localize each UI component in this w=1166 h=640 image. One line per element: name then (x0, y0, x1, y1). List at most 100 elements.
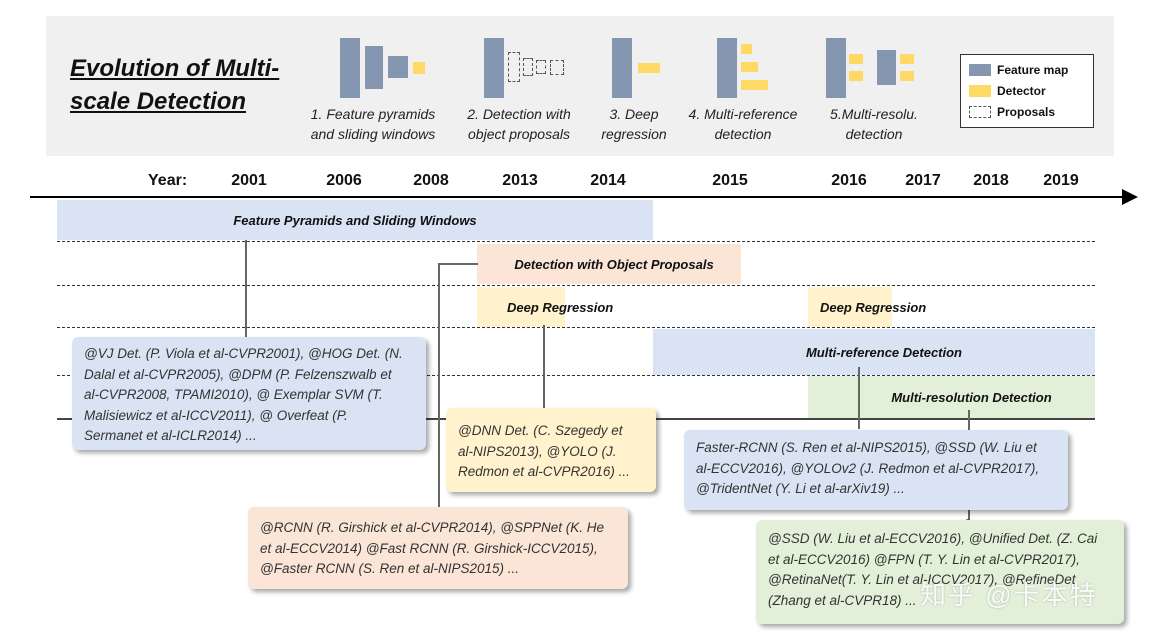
year-tick: 2015 (712, 172, 748, 189)
axis-arrow-icon (1122, 189, 1138, 205)
feature-map (717, 38, 737, 98)
band-multi-resolution: Multi-resolution Detection (808, 376, 1095, 418)
band-label: Multi-resolution Detection (891, 389, 1052, 405)
feature-map-medium (365, 46, 383, 89)
note-multi-reference-methods: Faster-RCNN (S. Ren et al-NIPS2015), @SS… (684, 430, 1068, 510)
proposal-box (508, 52, 520, 82)
connector-line (543, 325, 545, 411)
caption-line: detection (714, 126, 772, 142)
caption-line: 1. Feature pyramids (310, 106, 436, 122)
band-label: Feature Pyramids and Sliding Windows (233, 212, 477, 228)
year-tick: 2001 (231, 172, 267, 189)
connector-line (438, 263, 440, 510)
caption-line: and sliding windows (310, 126, 436, 142)
feature-map-large (340, 38, 360, 98)
row-separator (57, 241, 1095, 242)
caption-line: detection (845, 126, 903, 142)
band-label: Deep Regression (820, 299, 927, 315)
connector-line (245, 240, 247, 340)
detector-block (741, 44, 752, 54)
detector-block (849, 71, 863, 81)
note-line: @Faster RCNN (S. Ren et al-NIPS2015) ... (260, 561, 520, 576)
note-line: Sermanet et al-ICLR2014) ... (84, 428, 257, 443)
detector-block (900, 54, 914, 64)
strategy-3-caption: 3. Deep regression (590, 104, 678, 144)
caption-line: 2. Detection with (467, 106, 571, 122)
year-tick: 2013 (502, 172, 538, 189)
feature-map-small (877, 50, 896, 85)
timeline-axis (30, 196, 1125, 198)
note-line: Malisiewicz et al-ICCV2011), @ Overfeat … (84, 407, 348, 423)
note-object-proposal-methods: @RCNN (R. Girshick et al-CVPR2014), @SPP… (248, 507, 628, 589)
note-deep-regression-methods: @DNN Det. (C. Szegedy et al-NIPS2013), @… (446, 408, 656, 492)
proposal-box (523, 58, 533, 76)
caption-line: 3. Deep (609, 106, 659, 122)
year-tick: 2018 (973, 172, 1009, 189)
strategy-5-caption: 5.Multi-resolu. detection (812, 104, 936, 144)
band-label: Deep Regression (507, 299, 614, 315)
band-label: Multi-reference Detection (805, 344, 963, 360)
note-line: al-CVPR2008, TPAMI2010), @ Exemplar SVM … (84, 387, 383, 402)
strategy-4-caption: 4. Multi-reference detection (678, 104, 808, 144)
note-line: @SSD (W. Liu et al-ECCV2016), @Unified D… (768, 531, 1098, 546)
detector-block (849, 54, 863, 64)
year-tick: 2008 (413, 172, 449, 189)
row-separator (57, 375, 1095, 376)
band-multi-reference: Multi-reference Detection (653, 329, 1095, 375)
detector-block (638, 63, 660, 73)
caption-line: regression (601, 126, 667, 142)
legend-label: Proposals (997, 105, 1056, 119)
note-line: al-NIPS2013), @YOLO (J. (458, 443, 617, 459)
strategy-2-caption: 2. Detection with object proposals (448, 104, 590, 144)
row-separator (57, 285, 1095, 286)
feature-map-small (388, 56, 408, 78)
legend-swatch-proposals (969, 106, 991, 118)
proposal-box (536, 60, 546, 74)
legend-swatch-detector (969, 85, 991, 97)
year-tick: 2006 (326, 172, 362, 189)
note-line: @RetinaNet(T. Y. Lin et al-ICCV2017), @R… (768, 572, 1076, 587)
legend: Feature map Detector Proposals (960, 54, 1094, 128)
legend-swatch-feature-map (969, 64, 991, 76)
legend-label: Feature map (997, 63, 1069, 77)
band-label: Detection with Object Proposals (514, 256, 714, 272)
connector-line (858, 367, 860, 429)
band-deep-regression-1: Deep Regression (477, 287, 613, 327)
strategy-1-caption: 1. Feature pyramids and sliding windows (300, 104, 446, 144)
detector-block (741, 62, 758, 72)
note-line: @TridentNet (Y. Li et al-arXiv19) ... (696, 481, 905, 496)
header-panel (46, 16, 1114, 156)
note-line: (Zhang et al-CVPR18) ... (768, 592, 917, 608)
row-separator (57, 327, 1095, 328)
year-tick: 2016 (831, 172, 867, 189)
note-line: al-ECCV2016), @YOLOv2 (J. Redmon et al-C… (696, 460, 1040, 476)
year-tick: 2017 (905, 172, 941, 189)
note-line: et al-ECCV2014) @Fast RCNN (R. Girshick-… (260, 540, 598, 556)
feature-map (612, 38, 632, 98)
note-line: Redmon et al-CVPR2016) ... (458, 464, 630, 479)
feature-map (484, 38, 504, 98)
band-object-proposals: Detection with Object Proposals (477, 244, 741, 284)
note-line: @RCNN (R. Girshick et al-CVPR2014), @SPP… (260, 520, 604, 535)
detector-block (741, 80, 768, 90)
caption-line: object proposals (468, 126, 570, 142)
note-sliding-windows-methods: @VJ Det. (P. Viola et al-CVPR2001), @HOG… (72, 337, 426, 450)
proposal-box (550, 60, 564, 75)
note-line: @DNN Det. (C. Szegedy et (458, 423, 623, 438)
note-line: Faster-RCNN (S. Ren et al-NIPS2015), @SS… (696, 440, 1037, 455)
note-multi-resolution-methods: @SSD (W. Liu et al-ECCV2016), @Unified D… (756, 520, 1124, 624)
connector-line (438, 263, 478, 265)
year-label: Year: (148, 172, 188, 189)
watermark: 知乎 @卡本特 (920, 580, 1098, 610)
detector-block (413, 62, 425, 74)
year-tick: 2019 (1043, 172, 1079, 189)
year-tick: 2014 (590, 172, 626, 189)
legend-label: Detector (997, 84, 1046, 98)
note-line: et al-ECCV2016) @FPN (T. Y. Lin et al-CV… (768, 551, 1080, 567)
caption-line: 5.Multi-resolu. (830, 106, 918, 122)
note-line: @VJ Det. (P. Viola et al-CVPR2001), @HOG… (84, 346, 403, 361)
band-deep-regression-2: Deep Regression (808, 287, 926, 327)
note-line: Dalal et al-CVPR2005), @DPM (P. Felzensz… (84, 366, 392, 382)
band-feature-pyramids: Feature Pyramids and Sliding Windows (57, 200, 653, 240)
diagram-title: Evolution of Multi-scale Detection (70, 55, 280, 115)
